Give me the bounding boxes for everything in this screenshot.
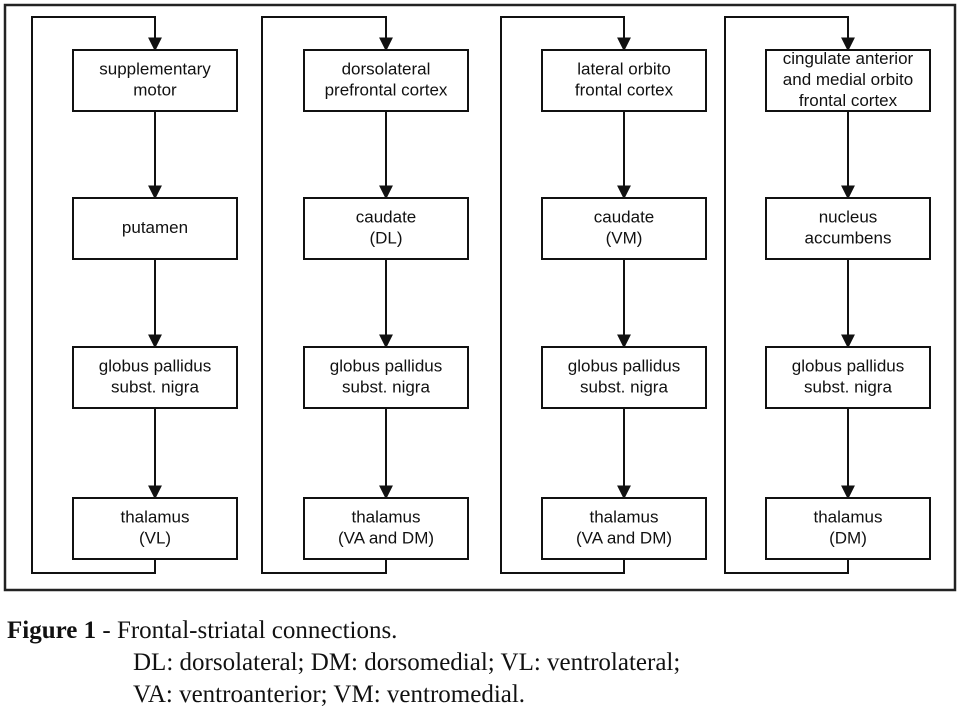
- node-box: globus pallidus subst. nigra: [541, 346, 707, 409]
- node-box-outline: [72, 497, 238, 560]
- node-box: globus pallidus subst. nigra: [303, 346, 469, 409]
- figure-label: Figure 1: [7, 617, 97, 644]
- loop-column-2: dorsolateral prefrontal cortex caudate (DL)…: [261, 16, 469, 574]
- node-label: frontal cortex: [575, 80, 674, 99]
- node-box-outline: [765, 497, 931, 560]
- feedback-loop-arrow: [31, 16, 162, 574]
- node-label: subst. nigra: [342, 377, 430, 396]
- node-box-outline: [303, 346, 469, 409]
- node-label: (VA and DM): [576, 528, 672, 547]
- node-box: thalamus (VL): [72, 497, 238, 560]
- node-label: lateral orbito: [577, 59, 671, 78]
- node-label: subst. nigra: [804, 377, 892, 396]
- node-box-outline: [765, 49, 931, 112]
- caption-abbreviations-2: VA: ventroanterior; VM: ventromedial.: [133, 681, 526, 708]
- node-label: globus pallidus: [99, 356, 211, 375]
- node-box-outline: [765, 197, 931, 260]
- node-box: globus pallidus subst. nigra: [765, 346, 931, 409]
- node-box: supplementary motor: [72, 49, 238, 112]
- loop-column-3: lateral orbito frontal cortex caudate (VM) g…: [500, 16, 707, 574]
- node-box-outline: [72, 197, 238, 260]
- node-box-outline: [541, 197, 707, 260]
- node-label: (VM): [606, 228, 643, 247]
- node-label: (VL): [139, 528, 171, 547]
- node-label: caudate: [594, 207, 655, 226]
- node-label: motor: [133, 80, 177, 99]
- node-label: and medial orbito: [783, 70, 913, 89]
- node-box: thalamus (VA and DM): [541, 497, 707, 560]
- node-label: subst. nigra: [580, 377, 668, 396]
- node-label: accumbens: [805, 228, 892, 247]
- node-box-outline: [303, 197, 469, 260]
- caption-title-line: Figure 1 - Frontal-striatal connections.: [0, 615, 960, 647]
- node-box-outline: [765, 346, 931, 409]
- node-label: thalamus: [814, 507, 883, 526]
- node-label: thalamus: [590, 507, 659, 526]
- caption-separator: -: [96, 617, 117, 644]
- outer-frame: [3, 3, 957, 592]
- feedback-loop-arrow: [261, 16, 393, 574]
- node-box: cingulate anterior and medial orbito front…: [765, 49, 931, 112]
- node-box: thalamus (VA and DM): [303, 497, 469, 560]
- node-box-outline: [541, 346, 707, 409]
- node-label: supplementary: [99, 59, 211, 78]
- feedback-loop-arrow: [724, 16, 855, 574]
- node-label: thalamus: [352, 507, 421, 526]
- node-box: caudate (VM): [541, 197, 707, 260]
- node-label: globus pallidus: [792, 356, 904, 375]
- node-box-outline: [303, 497, 469, 560]
- feedback-loop-arrow: [500, 16, 631, 574]
- node-box: putamen: [72, 197, 238, 260]
- caption-title: Frontal-striatal connections.: [116, 617, 398, 644]
- node-box-outline: [72, 346, 238, 409]
- node-label: subst. nigra: [111, 377, 199, 396]
- node-label: globus pallidus: [568, 356, 680, 375]
- node-label: cingulate anterior: [783, 49, 914, 68]
- node-label: frontal cortex: [799, 91, 898, 110]
- node-label: putamen: [122, 218, 188, 237]
- node-label: (DL): [369, 228, 402, 247]
- node-label: (VA and DM): [338, 528, 434, 547]
- caption-abbreviations-1: DL: dorsolateral; DM: dorsomedial; VL: v…: [133, 649, 681, 676]
- node-box: caudate (DL): [303, 197, 469, 260]
- node-box-outline: [303, 49, 469, 112]
- node-label: globus pallidus: [330, 356, 442, 375]
- node-label: (DM): [829, 528, 867, 547]
- node-label: caudate: [356, 207, 417, 226]
- loop-column-4: cingulate anterior and medial orbito front…: [724, 16, 931, 574]
- node-box: lateral orbito frontal cortex: [541, 49, 707, 112]
- frontal-striatal-diagram: supplementary motor putamen globus pallidus…: [3, 3, 957, 592]
- node-label: nucleus: [819, 207, 878, 226]
- node-label: dorsolateral: [342, 59, 431, 78]
- figure-caption: Figure 1 - Frontal-striatal connections.…: [0, 615, 960, 711]
- node-box: dorsolateral prefrontal cortex: [303, 49, 469, 112]
- node-box: nucleus accumbens: [765, 197, 931, 260]
- loop-column-1: supplementary motor putamen globus pallidus…: [31, 16, 238, 574]
- node-box: globus pallidus subst. nigra: [72, 346, 238, 409]
- node-box-outline: [72, 49, 238, 112]
- node-label: prefrontal cortex: [325, 80, 448, 99]
- node-label: thalamus: [121, 507, 190, 526]
- node-box-outline: [541, 49, 707, 112]
- node-box: thalamus (DM): [765, 497, 931, 560]
- node-box-outline: [541, 497, 707, 560]
